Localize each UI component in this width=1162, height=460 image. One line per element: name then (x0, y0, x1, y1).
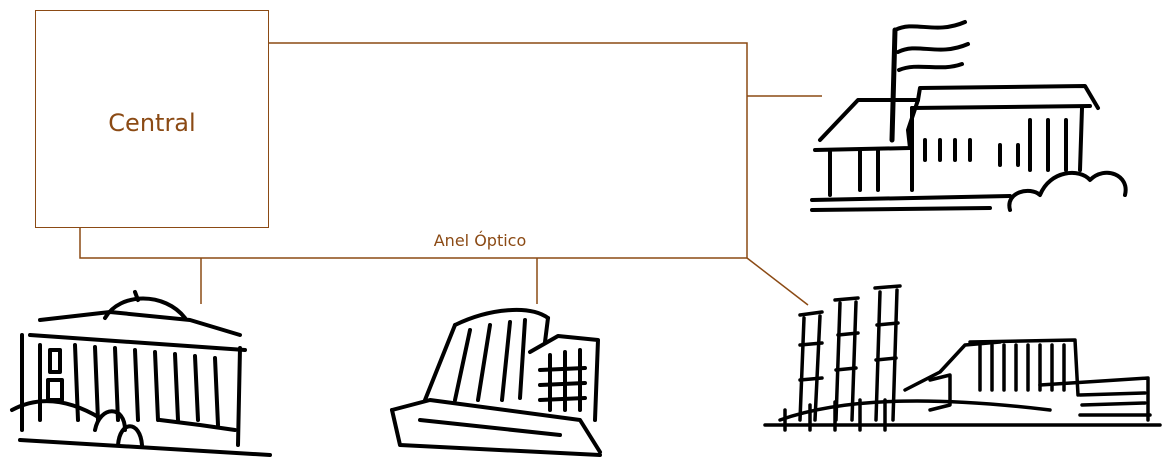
office-tower-icon (392, 310, 600, 455)
industrial-plant-icon (765, 286, 1160, 430)
ring-top-connector (269, 43, 747, 258)
government-building-icon (12, 292, 270, 455)
optical-ring-label: Anel Óptico (360, 231, 600, 250)
industrial-plant-link (747, 258, 808, 305)
factory-icon (812, 22, 1126, 210)
central-box: Central (35, 10, 269, 228)
central-label: Central (36, 109, 268, 137)
